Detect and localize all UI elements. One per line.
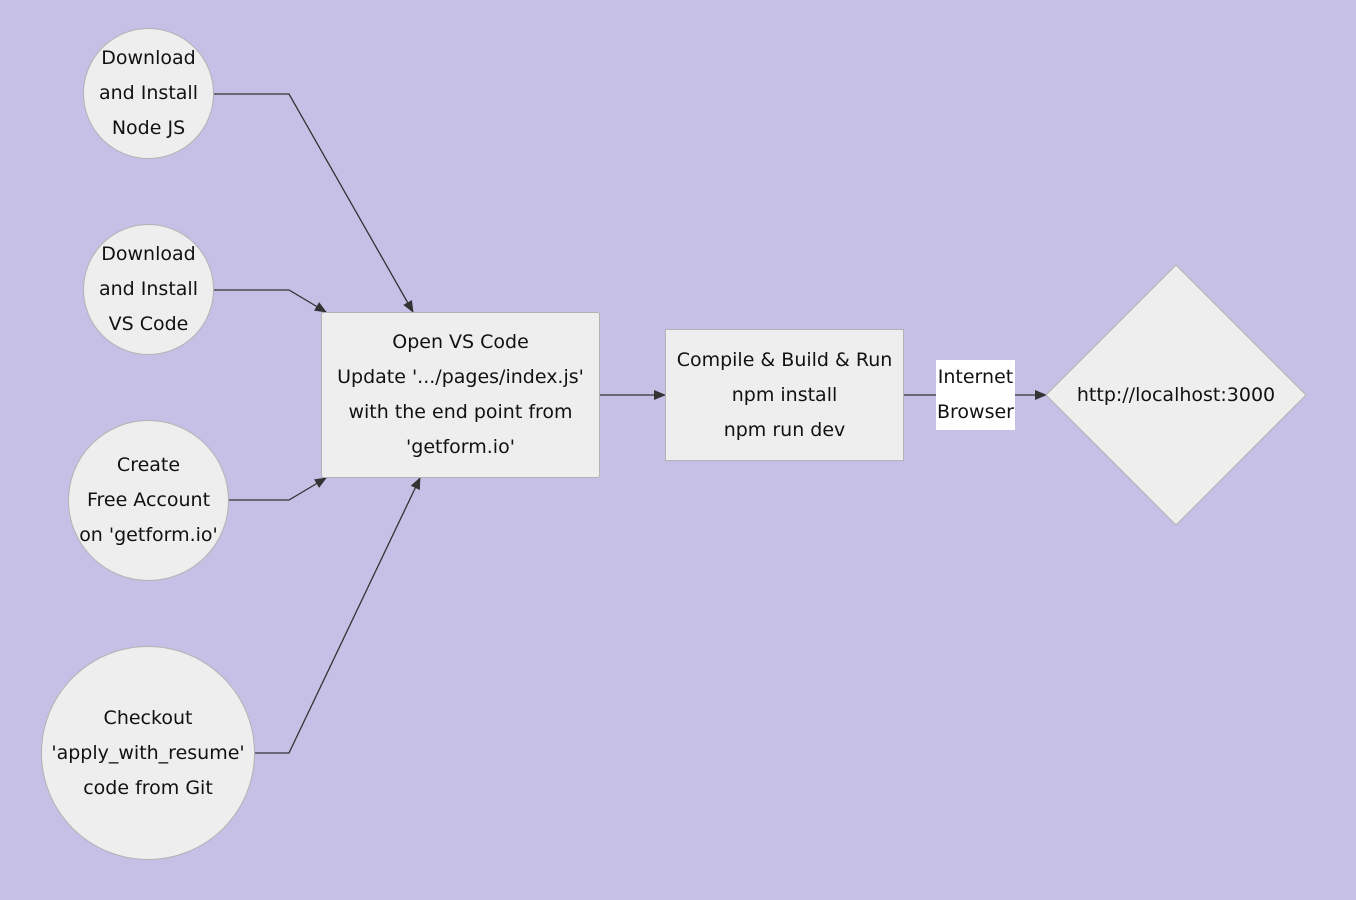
node-line: with the end point from xyxy=(348,401,573,423)
node-line: VS Code xyxy=(108,313,189,335)
node-download-install-vs-code: Download and Install VS Code xyxy=(83,224,214,355)
node-line: and Install xyxy=(99,278,198,300)
edge-checkout-to-open-vscode xyxy=(255,477,421,754)
edge-label-line: Internet xyxy=(937,366,1014,388)
node-line: Free Account xyxy=(86,489,211,511)
node-compile-build-run: Compile & Build & Run npm install npm ru… xyxy=(665,329,904,461)
node-line: code from Git xyxy=(83,776,213,799)
node-line: Download xyxy=(101,243,196,265)
node-line: Update '.../pages/index.js' xyxy=(337,366,584,388)
node-create-getform-account: Create Free Account on 'getform.io' xyxy=(68,420,229,581)
node-line: npm run dev xyxy=(723,418,846,441)
node-line: on 'getform.io' xyxy=(79,524,218,546)
node-line: 'getform.io' xyxy=(406,436,515,458)
node-line: Open VS Code xyxy=(392,331,529,353)
edge-vscode-to-open-vscode xyxy=(214,289,327,313)
edge-getform-to-open-vscode xyxy=(229,477,327,501)
node-download-install-node-js: Download and Install Node JS xyxy=(83,28,214,159)
node-open-vs-code: Open VS Code Update '.../pages/index.js'… xyxy=(321,312,600,478)
edge-label-line: Browser xyxy=(937,401,1014,423)
node-line: Download xyxy=(101,47,196,69)
node-line: and Install xyxy=(99,82,198,104)
node-line: Compile & Build & Run xyxy=(676,348,893,371)
node-line: 'apply_with_resume' xyxy=(51,741,245,764)
node-line: npm install xyxy=(731,383,838,406)
diamond-shape xyxy=(1045,264,1307,526)
edge-node-js-to-open-vscode xyxy=(214,93,414,313)
node-localhost-diamond: http://localhost:3000 xyxy=(1045,264,1307,526)
node-checkout-code: Checkout 'apply_with_resume' code from G… xyxy=(41,646,255,860)
node-line: Create xyxy=(116,454,181,476)
node-line: Node JS xyxy=(111,117,186,139)
edge-label-internet-browser: Internet Browser xyxy=(936,360,1015,430)
localhost-url: http://localhost:3000 xyxy=(1076,384,1276,406)
node-line: Checkout xyxy=(103,706,193,729)
